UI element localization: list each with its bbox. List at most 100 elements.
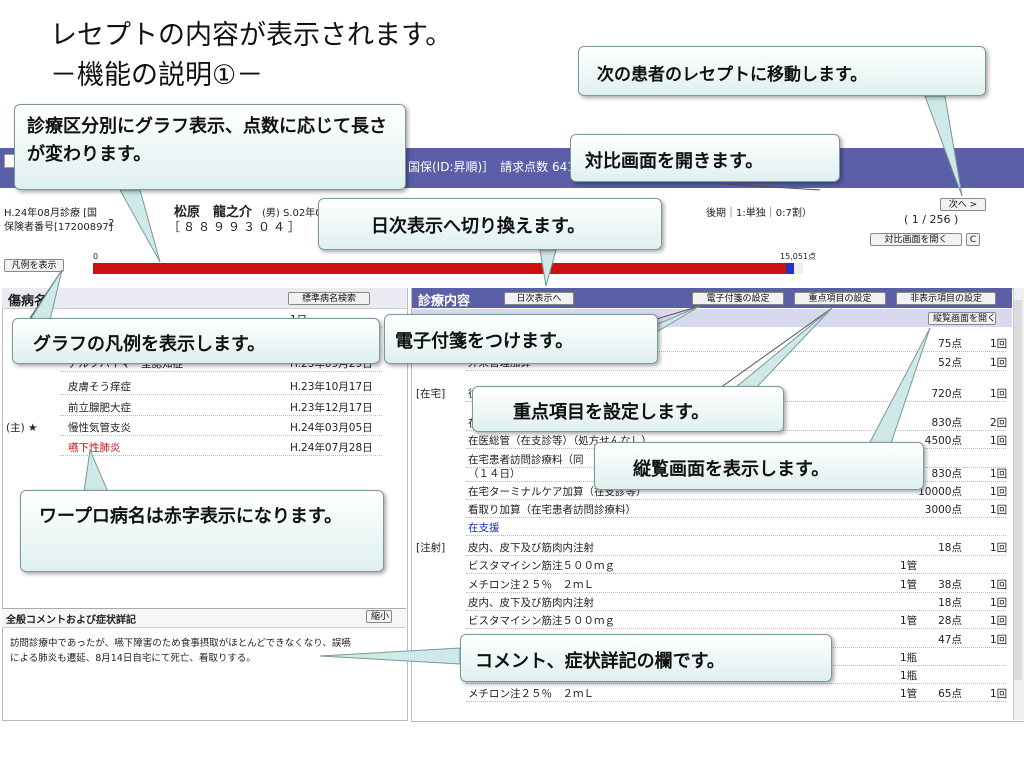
treatment-item[interactable]: メチロン注２５％ ２ｍＬ [468, 579, 594, 591]
row-divider [466, 701, 1006, 702]
treatment-item[interactable]: 皮内、皮下及び筋肉内注射 [468, 597, 594, 609]
treatment-count: 1回 [990, 435, 1008, 447]
row-divider [60, 455, 382, 456]
row-divider [466, 499, 1006, 500]
treatment-points: 720点 [931, 388, 962, 400]
treatment-points: 38点 [938, 579, 962, 591]
treatment-count: 1回 [990, 688, 1008, 700]
row-divider [60, 415, 382, 416]
row-divider [466, 573, 1006, 574]
key-item-button[interactable]: 重点項目の設定 [794, 292, 886, 305]
treatment-count: 2回 [990, 417, 1008, 429]
treatment-item[interactable]: ビスタマイシン筋注５００ｍｇ [468, 615, 615, 627]
row-divider [466, 517, 1006, 518]
treatment-quantity: 1瓶 [900, 652, 918, 664]
patient-info-prefix: H.24年08月診療 [国 [4, 208, 98, 219]
callout-next-patient: 次の患者のレセプトに移動します。 [578, 46, 986, 96]
electronic-tag-button[interactable]: 電子付箋の設定 [692, 292, 784, 305]
treatment-count: 1回 [990, 579, 1008, 591]
treatment-quantity: 1管 [900, 615, 918, 627]
treatment-count: 1回 [990, 597, 1008, 609]
page-indicator: ( 1 / 256 ) [904, 213, 959, 226]
treatment-quantity: 1管 [900, 579, 918, 591]
standard-disease-search-button[interactable]: 標準病名検索 [288, 292, 370, 305]
shrink-button[interactable]: 縮小 [366, 610, 392, 623]
row-divider [466, 592, 1006, 593]
row-divider [60, 371, 382, 372]
open-longitudinal-button[interactable]: 縦覧画面を開く [928, 312, 996, 325]
callout-comment: コメント、症状詳記の欄です。 [460, 634, 832, 682]
callout-tag: 電子付箋をつけます。 [384, 314, 658, 364]
graph-scale-zero: 0 [93, 252, 99, 261]
comment-header [2, 608, 406, 628]
claim-summary-text: 国保(ID:昇順)］ 請求点数 641 [408, 160, 575, 174]
hidden-item-button[interactable]: 非表示項目の設定 [896, 292, 996, 305]
treatment-quantity: 1瓶 [900, 670, 918, 682]
treatment-count: 1回 [990, 338, 1008, 350]
slide-title: レセプトの内容が表示されます。 [50, 20, 453, 51]
treatment-points: 3000点 [924, 504, 962, 516]
open-compare-button[interactable]: 対比画面を開く [870, 233, 962, 246]
graph-scale-max: 15,051点 [780, 252, 816, 261]
scrollbar-thumb[interactable] [1014, 300, 1022, 680]
graph-segment-blue [786, 263, 794, 274]
treatment-category: [注射] [416, 542, 446, 554]
treatment-item[interactable]: （１４日） [468, 468, 521, 480]
row-divider [60, 435, 382, 436]
disease-name[interactable]: 慢性気管支炎 [68, 422, 131, 434]
treatment-item[interactable]: ビスタマイシン筋注５００ｍｇ [468, 560, 615, 572]
treatment-points: 10000点 [918, 486, 962, 498]
comment-title: 全般コメントおよび症状詳記 [6, 615, 136, 626]
daily-view-button[interactable]: 日次表示へ [504, 292, 574, 305]
treatment-count: 1回 [990, 542, 1008, 554]
disease-panel [2, 288, 408, 721]
insurance-type-info: 後期｜1:単独｜0:7割） [706, 208, 812, 219]
row-divider [466, 555, 1006, 556]
treatment-points: 18点 [938, 542, 962, 554]
disease-name[interactable]: 皮膚そう痒症 [68, 381, 131, 393]
treatment-points: 4500点 [924, 435, 962, 447]
disease-name[interactable]: 前立腺肥大症 [68, 402, 131, 414]
comment-text: 訪問診療中であったが、嚥下障害のため食事摂取がほとんどできなくなり、誤嚥による肺… [10, 638, 351, 664]
treatment-count: 1回 [990, 634, 1008, 646]
treatment-item[interactable]: 看取り加算（在宅患者訪問診療料） [468, 504, 636, 516]
points-graph [93, 263, 803, 274]
row-divider [466, 535, 1006, 536]
treatment-points: 47点 [938, 634, 962, 646]
disease-start-date: H.24年07月28日 [290, 442, 373, 454]
row-divider [60, 394, 382, 395]
treatment-points: 65点 [938, 688, 962, 700]
treatment-item[interactable]: 在支援 [468, 522, 500, 534]
insurer-mark: 2 [108, 218, 115, 229]
treatment-points: 830点 [931, 468, 962, 480]
disease-panel-title: 傷病名 [8, 294, 48, 309]
treatment-panel-title: 診療内容 [418, 294, 471, 309]
treatment-count: 1回 [990, 468, 1008, 480]
disease-start-date: H.24年03月05日 [290, 422, 373, 434]
callout-key: 重点項目を設定します。 [472, 386, 784, 432]
graph-segment-red [93, 263, 786, 274]
show-legend-button[interactable]: 凡例を表示 [4, 259, 64, 272]
treatment-points: 18点 [938, 597, 962, 609]
compare-c-button[interactable]: C [966, 233, 980, 246]
treatment-points: 830点 [931, 417, 962, 429]
disease-name-wordprocessor[interactable]: 嚥下性肺炎 [68, 442, 121, 454]
treatment-count: 1回 [990, 615, 1008, 627]
patient-sex-dob: (男) S.02年04 [262, 208, 328, 219]
callout-list: 縦覧画面を表示します。 [594, 442, 924, 490]
row-divider [466, 610, 1006, 611]
callout-compare: 対比画面を開きます。 [570, 134, 840, 182]
row-divider [466, 370, 1006, 371]
treatment-item[interactable]: 在宅患者訪問診療料（同 [468, 454, 584, 466]
treatment-count: 1回 [990, 486, 1008, 498]
treatment-points: 28点 [938, 615, 962, 627]
treatment-item[interactable]: 皮内、皮下及び筋肉内注射 [468, 542, 594, 554]
callout-legend: グラフの凡例を表示します。 [12, 318, 380, 364]
treatment-category: [在宅] [416, 388, 446, 400]
disease-start-date: H.23年12月17日 [290, 402, 373, 414]
row-divider [466, 683, 1006, 684]
next-patient-button[interactable]: 次へ > [940, 198, 986, 211]
disease-start-date: H.23年10月17日 [290, 381, 373, 393]
treatment-points: 75点 [938, 338, 962, 350]
treatment-item[interactable]: メチロン注２５％ ２ｍＬ [468, 688, 594, 700]
